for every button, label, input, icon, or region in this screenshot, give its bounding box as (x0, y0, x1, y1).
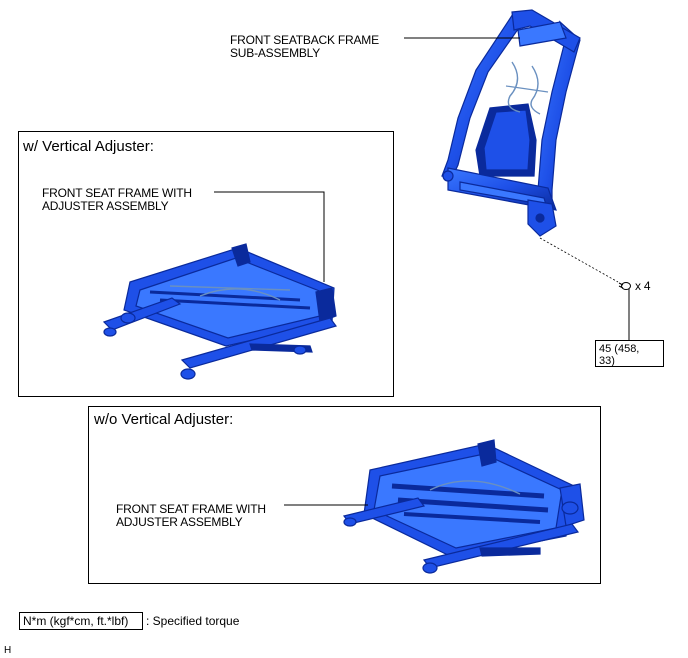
label-bolt-count: x 4 (635, 279, 651, 293)
torque-value-text: 45 (458, 33) (599, 343, 640, 367)
bolt-icon (618, 282, 631, 290)
frame-with-vertical-adjuster (18, 131, 394, 397)
illustration-code: H (4, 645, 12, 656)
label-seat-frame-no-vertical: FRONT SEAT FRAME WITH ADJUSTER ASSEMBLY (116, 502, 266, 529)
seat-frame-no-vertical-drawing (342, 439, 585, 574)
legend-description: : Specified torque (146, 614, 240, 628)
leader-lines (214, 37, 630, 506)
frame-without-vertical-adjuster (88, 406, 601, 584)
label-seat-frame-vertical: FRONT SEAT FRAME WITH ADJUSTER ASSEMBLY (42, 186, 192, 213)
label-seatback-frame: FRONT SEATBACK FRAME SUB-ASSEMBLY (230, 33, 379, 60)
frame-title-without-vertical: w/o Vertical Adjuster: (94, 411, 234, 428)
legend-torque-box: N*m (kgf*cm, ft.*lbf) (19, 612, 143, 630)
torque-value-box: 45 (458, 33) (595, 340, 664, 367)
seatback-frame-drawing (441, 9, 581, 237)
bolt-guide-line (539, 237, 619, 283)
seat-frame-vertical-drawing (102, 243, 338, 380)
frame-title-with-vertical: w/ Vertical Adjuster: (23, 138, 154, 155)
